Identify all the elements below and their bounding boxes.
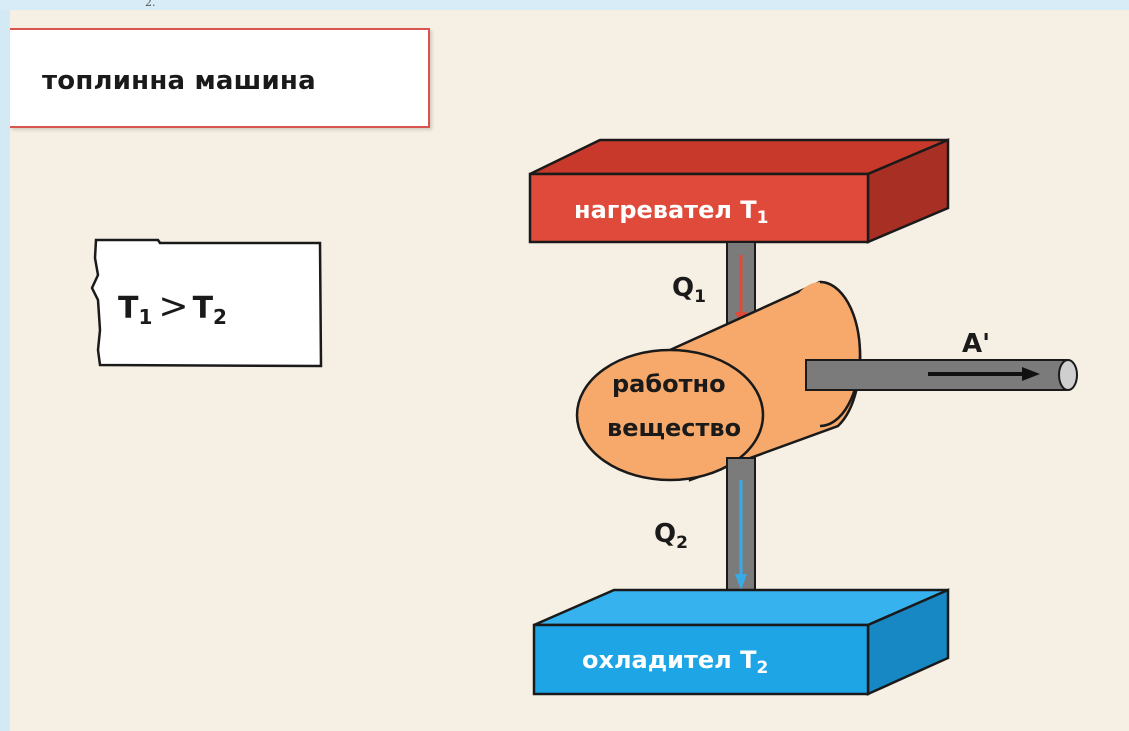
q2-label: Q2 xyxy=(654,519,688,553)
working-body-label-1: работно xyxy=(612,370,726,398)
working-body-face xyxy=(575,348,765,482)
title-box xyxy=(10,28,430,128)
working-body-label-2: вещество xyxy=(607,414,741,442)
heater-label: нагревател T1 xyxy=(574,196,769,228)
work-label: A' xyxy=(962,329,990,359)
work-rod xyxy=(805,359,1078,391)
cooler-label: охладител T2 xyxy=(582,646,768,678)
slide-title: топлинна машина xyxy=(42,66,316,96)
heater-block: нагревател T1 xyxy=(528,138,950,244)
page-number: 2. xyxy=(145,0,156,9)
condition-box xyxy=(90,238,323,368)
cooler-block: охладител T2 xyxy=(532,588,950,696)
condition-text: T1>T2 xyxy=(118,286,227,329)
q1-label: Q1 xyxy=(672,273,706,307)
top-strip xyxy=(0,0,1129,10)
q2-arrow xyxy=(735,480,747,590)
